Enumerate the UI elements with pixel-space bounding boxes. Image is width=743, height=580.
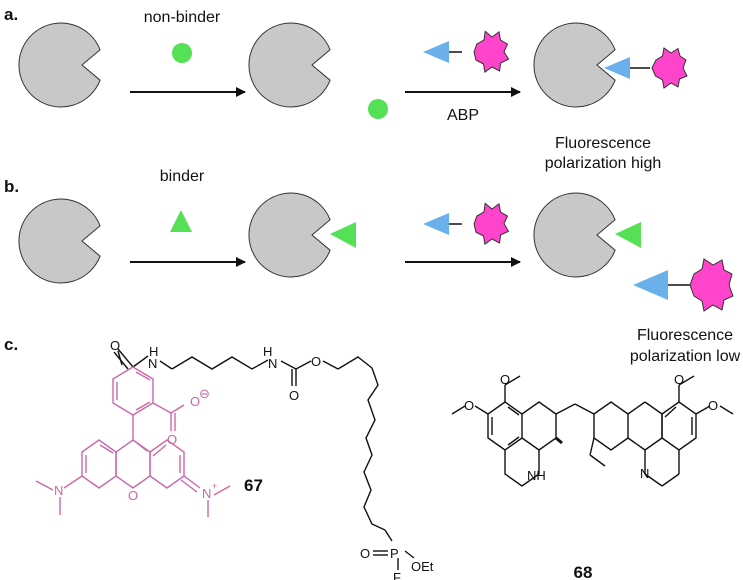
compound-number-67: 67 (244, 476, 263, 495)
probe-ligand-triangle (423, 41, 449, 63)
atom-n: N (54, 483, 63, 498)
protein-pacman (18, 198, 101, 284)
protein-pacman (248, 192, 331, 278)
atom-n: N (148, 356, 157, 371)
non-binder-label: non-binder (144, 9, 221, 26)
atom-h: H (149, 344, 158, 359)
fluorophore-star (689, 258, 734, 312)
atom-o: O (289, 388, 299, 403)
outcome-line-1: Fluorescence (637, 327, 733, 344)
atom-o: O (674, 372, 684, 387)
linker-chain (113, 348, 386, 531)
compound-67-structure: H N O H N O O O P OEt F (35, 338, 434, 580)
abp-label: ABP (447, 107, 479, 124)
binder-compound (615, 222, 641, 248)
fluorophore-star (651, 47, 688, 89)
binder-compound (170, 210, 192, 232)
protein-pacman (18, 22, 101, 108)
protein-pacman (533, 22, 616, 108)
atom-nh: NH (527, 468, 546, 483)
protein-pacman (533, 192, 616, 278)
atom-oet: OEt (411, 559, 434, 574)
outcome-line-1: Fluorescence (555, 135, 651, 152)
free-probe (633, 258, 734, 312)
atom-o: O (128, 488, 138, 503)
atom-o: O (500, 372, 510, 387)
outcome-line-2: polarization low (630, 348, 741, 365)
activity-based-probe (423, 202, 510, 245)
atom-n: N (268, 356, 277, 371)
atom-o: O (190, 394, 200, 409)
probe-ligand-triangle (423, 213, 449, 235)
panel-b-label: b. (4, 177, 19, 196)
non-binder-compound (172, 43, 192, 63)
binder-label: binder (160, 168, 205, 185)
atom-o: O (708, 398, 718, 413)
compound-68-structure (451, 375, 734, 487)
binder-compound (330, 222, 356, 248)
atom-h: H (263, 344, 272, 359)
atom-n: N (202, 486, 211, 501)
atom-p: P (390, 546, 399, 561)
atom-o: O (311, 354, 321, 369)
atom-n: N (640, 466, 649, 481)
fluorophore-star (473, 202, 510, 245)
outcome-line-2: polarization high (545, 155, 662, 172)
probe-ligand-triangle (604, 57, 630, 79)
non-binder-compound (368, 99, 388, 119)
atom-o: O (360, 546, 370, 561)
activity-based-probe (423, 30, 510, 73)
charge-sign: ⊖ (199, 386, 210, 401)
protein-pacman (248, 22, 331, 108)
atom-o: O (110, 338, 120, 353)
panel-a-label: a. (4, 5, 18, 24)
charge-sign: + (212, 481, 217, 491)
compound-number-68: 68 (574, 563, 593, 580)
probe-ligand-triangle (633, 270, 668, 300)
atom-f: F (393, 570, 401, 580)
atom-o: O (464, 398, 474, 413)
phosphonate-group (373, 529, 415, 570)
n-methyl-groups (35, 480, 231, 517)
atom-o: O (167, 432, 177, 447)
rhodamine-fluorophore (63, 366, 201, 493)
fluorophore-star (473, 30, 510, 73)
panel-c-label: c. (4, 335, 18, 354)
